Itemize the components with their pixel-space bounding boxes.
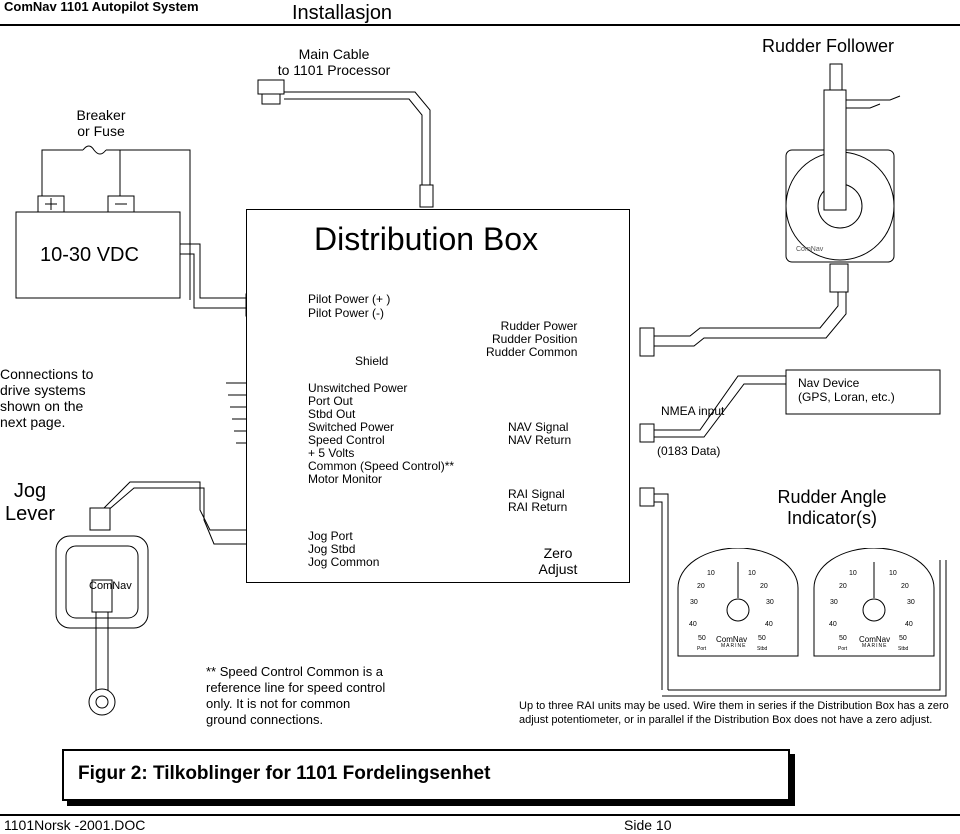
gauge1-tick-20-port: 20 <box>697 583 705 590</box>
nav-cable <box>591 369 941 445</box>
gauge1-port: Port <box>697 646 707 652</box>
rudder-follower-cable <box>591 290 847 367</box>
gauge2-tick-50-port: 50 <box>839 635 847 642</box>
gauge2-tick-40-stbd: 40 <box>905 621 913 628</box>
jog-lever <box>55 535 149 716</box>
battery-voltage-label: 10-30 VDC <box>40 244 139 266</box>
gauge2-tick-30-stbd: 30 <box>907 599 915 606</box>
gauge1-brand: ComNav <box>716 635 748 644</box>
jog-lever-brand: ComNav <box>89 580 132 592</box>
gauge1-tick-40-port: 40 <box>689 621 697 628</box>
footer-rule <box>0 814 960 816</box>
gauge2-tick-20-stbd: 20 <box>901 583 909 590</box>
main-cable <box>257 79 434 208</box>
distribution-box <box>246 209 630 583</box>
gauge2-marine: MARINE <box>862 643 888 649</box>
rai-gauges <box>677 548 935 657</box>
gauge2-stbd: Stbd <box>898 646 909 652</box>
gauge2-tick-10-port: 10 <box>849 570 857 577</box>
gauge2-brand: ComNav <box>859 635 891 644</box>
distribution-box-title: Distribution Box <box>314 221 539 257</box>
shield-label: Shield <box>355 354 389 368</box>
gauge2-tick-10-stbd: 10 <box>889 570 897 577</box>
footer-doc-name: 1101Norsk -2001.DOC <box>4 817 146 833</box>
nav-device-label: Nav Device(GPS, Loran, etc.) <box>798 376 895 404</box>
section-title: Installasjon <box>292 2 393 24</box>
gauge1-tick-30-stbd: 30 <box>766 599 774 606</box>
gauge2-tick-30-port: 30 <box>830 599 838 606</box>
nmea-input-label: NMEA input <box>661 404 725 418</box>
figure-caption: Figur 2: Tilkoblinger for 1101 Fordeling… <box>78 763 491 784</box>
system-title: ComNav 1101 Autopilot System <box>4 0 199 14</box>
battery <box>15 211 181 299</box>
gauge2-tick-50-stbd: 50 <box>899 635 907 642</box>
gauge2-port: Port <box>838 646 848 652</box>
gauge1-tick-20-stbd: 20 <box>760 583 768 590</box>
rai-units-note: Up to three RAI units may be used. Wire … <box>519 700 949 726</box>
gauge1-tick-10-stbd: 10 <box>748 570 756 577</box>
header-rule <box>0 24 960 26</box>
gauge1-tick-30-port: 30 <box>690 599 698 606</box>
rudder-follower-brand: ComNav <box>796 246 824 253</box>
nmea-data-label: (0183 Data) <box>657 444 721 458</box>
gauge1-marine: MARINE <box>721 643 747 649</box>
gauge1-tick-50-stbd: 50 <box>758 635 766 642</box>
figure-caption-box: Figur 2: Tilkoblinger for 1101 Fordeling… <box>62 749 790 801</box>
pilot-power-labels: Pilot Power (+ )Pilot Power (-) <box>308 292 391 320</box>
footer-page-label: Side 10 <box>624 817 672 833</box>
rudder-follower <box>785 63 901 293</box>
gauge1-stbd: Stbd <box>757 646 768 652</box>
rudder-follower-label: Rudder Follower <box>762 36 895 56</box>
gauge1-tick-40-stbd: 40 <box>765 621 773 628</box>
gauge1-tick-10-port: 10 <box>707 570 715 577</box>
gauge2-tick-40-port: 40 <box>829 621 837 628</box>
gauge2-tick-20-port: 20 <box>839 583 847 590</box>
gauge1-tick-50-port: 50 <box>698 635 706 642</box>
